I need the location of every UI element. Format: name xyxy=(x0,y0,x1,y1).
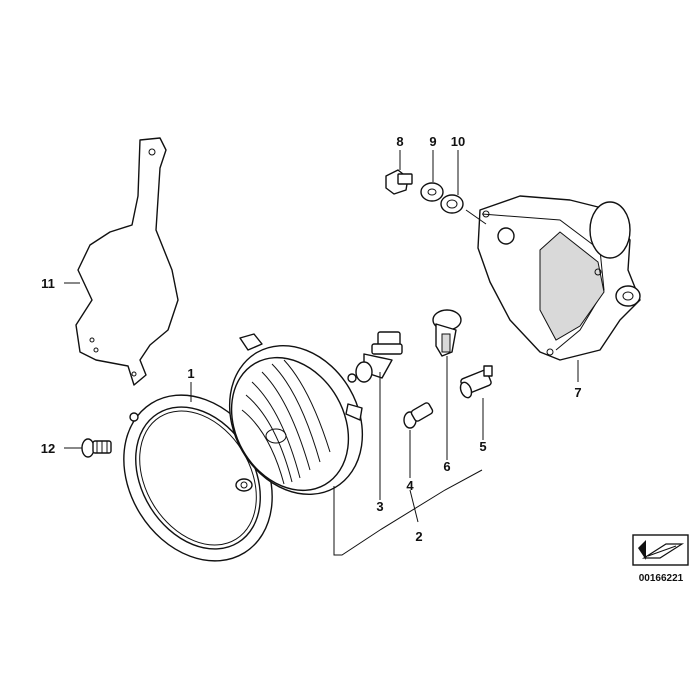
callout-3: 3 xyxy=(376,499,383,514)
bulb-socket xyxy=(432,309,462,357)
callout-7: 7 xyxy=(574,385,581,400)
callout-6: 6 xyxy=(443,459,450,474)
parking-bulb xyxy=(403,402,434,429)
arrow-icon xyxy=(632,534,689,566)
callout-12: 12 xyxy=(41,441,55,456)
main-bulb xyxy=(355,331,403,383)
screw xyxy=(81,438,112,458)
callout-11: 11 xyxy=(41,276,55,291)
bolt xyxy=(385,169,413,195)
bulb-holder xyxy=(459,365,493,399)
callout-8: 8 xyxy=(396,134,403,149)
callout-5: 5 xyxy=(479,439,486,454)
callout-2: 2 xyxy=(415,529,422,544)
rubber-washer xyxy=(440,194,464,214)
leader-lines xyxy=(64,150,579,556)
headlight-insert xyxy=(228,333,364,496)
bracket-plate xyxy=(75,137,179,386)
document-number: 00166221 xyxy=(639,573,684,584)
washer xyxy=(420,182,444,202)
callout-9: 9 xyxy=(429,134,436,149)
callout-1: 1 xyxy=(187,366,194,381)
callout-4: 4 xyxy=(406,478,414,493)
headlight-housing xyxy=(477,195,641,361)
callout-10: 10 xyxy=(451,134,465,149)
